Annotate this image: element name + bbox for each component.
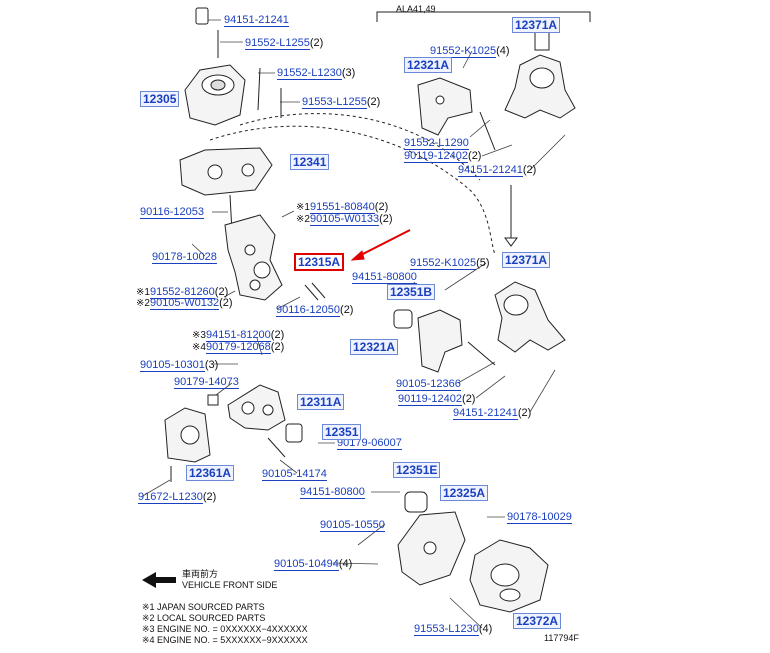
group-label[interactable]: 12305 xyxy=(140,91,180,107)
part-label[interactable]: 90179-06007 xyxy=(337,437,402,450)
engine-mount-12305 xyxy=(184,7,282,126)
bracket-12321a-lower xyxy=(393,309,496,373)
bracket-12315a xyxy=(224,214,326,301)
part-label[interactable]: 90119-12402(2) xyxy=(398,393,476,406)
part-label[interactable]: 90105-10550 xyxy=(320,519,385,532)
part-label[interactable]: 90178-10028 xyxy=(152,251,217,264)
part-label[interactable]: ※290105-W0132(2) xyxy=(136,297,233,310)
part-label[interactable]: 91552-L1290 xyxy=(404,137,469,150)
legend-note: ※4 ENGINE NO. = 5XXXXXX−9XXXXXX xyxy=(142,635,308,645)
part-label[interactable]: 90116-12053 xyxy=(140,206,205,219)
group-label[interactable]: 12321A xyxy=(404,57,453,73)
part-label[interactable]: ※191552-81260(2) xyxy=(136,286,229,299)
bracket-12325a xyxy=(397,491,466,586)
part-label[interactable]: 90179-14073 xyxy=(174,376,239,389)
highlight-arrow-line xyxy=(354,229,411,259)
group-label[interactable]: 12341 xyxy=(290,154,330,170)
header-code: ALA41,49 xyxy=(396,4,436,14)
part-label[interactable]: ※191551-80840(2) xyxy=(296,201,389,214)
group-label[interactable]: 12325A xyxy=(440,485,489,501)
mount-12361a xyxy=(164,394,219,482)
front-arrow-icon xyxy=(142,572,176,588)
group-label[interactable]: 12371A xyxy=(502,252,551,268)
group-label[interactable]: 12372A xyxy=(513,613,562,629)
part-label[interactable]: 91552-L1255(2) xyxy=(245,37,324,50)
group-label[interactable]: 12351E xyxy=(393,462,441,478)
part-label[interactable]: ※490179-12068(2) xyxy=(192,341,285,354)
legend-note: ※3 ENGINE NO. = 0XXXXXX−4XXXXXX xyxy=(142,624,308,634)
group-label-highlighted[interactable]: 12315A xyxy=(294,253,345,271)
part-label[interactable]: 90105-10301(3) xyxy=(140,359,219,372)
part-label[interactable]: 94151-21241(2) xyxy=(458,164,537,177)
group-label[interactable]: 12361A xyxy=(186,465,235,481)
part-label[interactable]: 91552-K1025(5) xyxy=(410,257,490,270)
mount-12371a-lower xyxy=(494,281,566,353)
header-bracket xyxy=(376,11,591,22)
part-label[interactable]: 90119-12402(2) xyxy=(404,150,482,163)
harness-line xyxy=(209,125,496,256)
harness-line-2 xyxy=(239,113,481,181)
part-label[interactable]: 91672-L1230(2) xyxy=(138,491,217,504)
group-label[interactable]: 12351 xyxy=(322,424,362,440)
group-arrow-head xyxy=(504,237,518,247)
bracket-12341 xyxy=(179,147,273,233)
part-label[interactable]: 91552-K1025(4) xyxy=(430,45,510,58)
part-label[interactable]: 94151-21241(2) xyxy=(453,407,532,420)
part-label[interactable]: 94151-80800 xyxy=(352,271,417,284)
part-label[interactable]: 94151-21241 xyxy=(224,14,289,27)
part-label[interactable]: 91553-L1255(2) xyxy=(302,96,381,109)
figure-number: 117794F xyxy=(544,633,579,643)
front-label-en: VEHICLE FRONT SIDE xyxy=(182,580,278,590)
part-label[interactable]: ※290105-W0133(2) xyxy=(296,213,393,226)
part-label[interactable]: 94151-80800 xyxy=(300,486,365,499)
part-label[interactable]: 90105-12366 xyxy=(396,378,461,391)
mount-12372a xyxy=(469,539,549,613)
bracket-12321a-upper xyxy=(417,77,496,151)
mount-12371a-upper xyxy=(504,29,576,119)
legend-note: ※2 LOCAL SOURCED PARTS xyxy=(142,613,266,623)
group-label[interactable]: 12371A xyxy=(512,17,561,33)
part-label[interactable]: ※394151-81200(2) xyxy=(192,329,285,342)
part-label[interactable]: 90105-10494(4) xyxy=(274,558,353,571)
group-label[interactable]: 12321A xyxy=(350,339,399,355)
part-label[interactable]: 91552-L1230(3) xyxy=(277,67,356,80)
part-label[interactable]: 91553-L1230(4) xyxy=(414,623,493,636)
group-label[interactable]: 12311A xyxy=(297,394,345,410)
part-label[interactable]: 90105-14174 xyxy=(262,468,327,481)
front-label-jp: 車両前方 xyxy=(182,569,219,579)
legend-note: ※1 JAPAN SOURCED PARTS xyxy=(142,602,265,612)
group-label[interactable]: 12351B xyxy=(387,284,436,300)
part-label[interactable]: 90116-12050(2) xyxy=(276,304,354,317)
highlight-arrow-head xyxy=(350,250,365,261)
bracket-12311a xyxy=(227,384,303,458)
part-label[interactable]: 90178-10029 xyxy=(507,511,572,524)
